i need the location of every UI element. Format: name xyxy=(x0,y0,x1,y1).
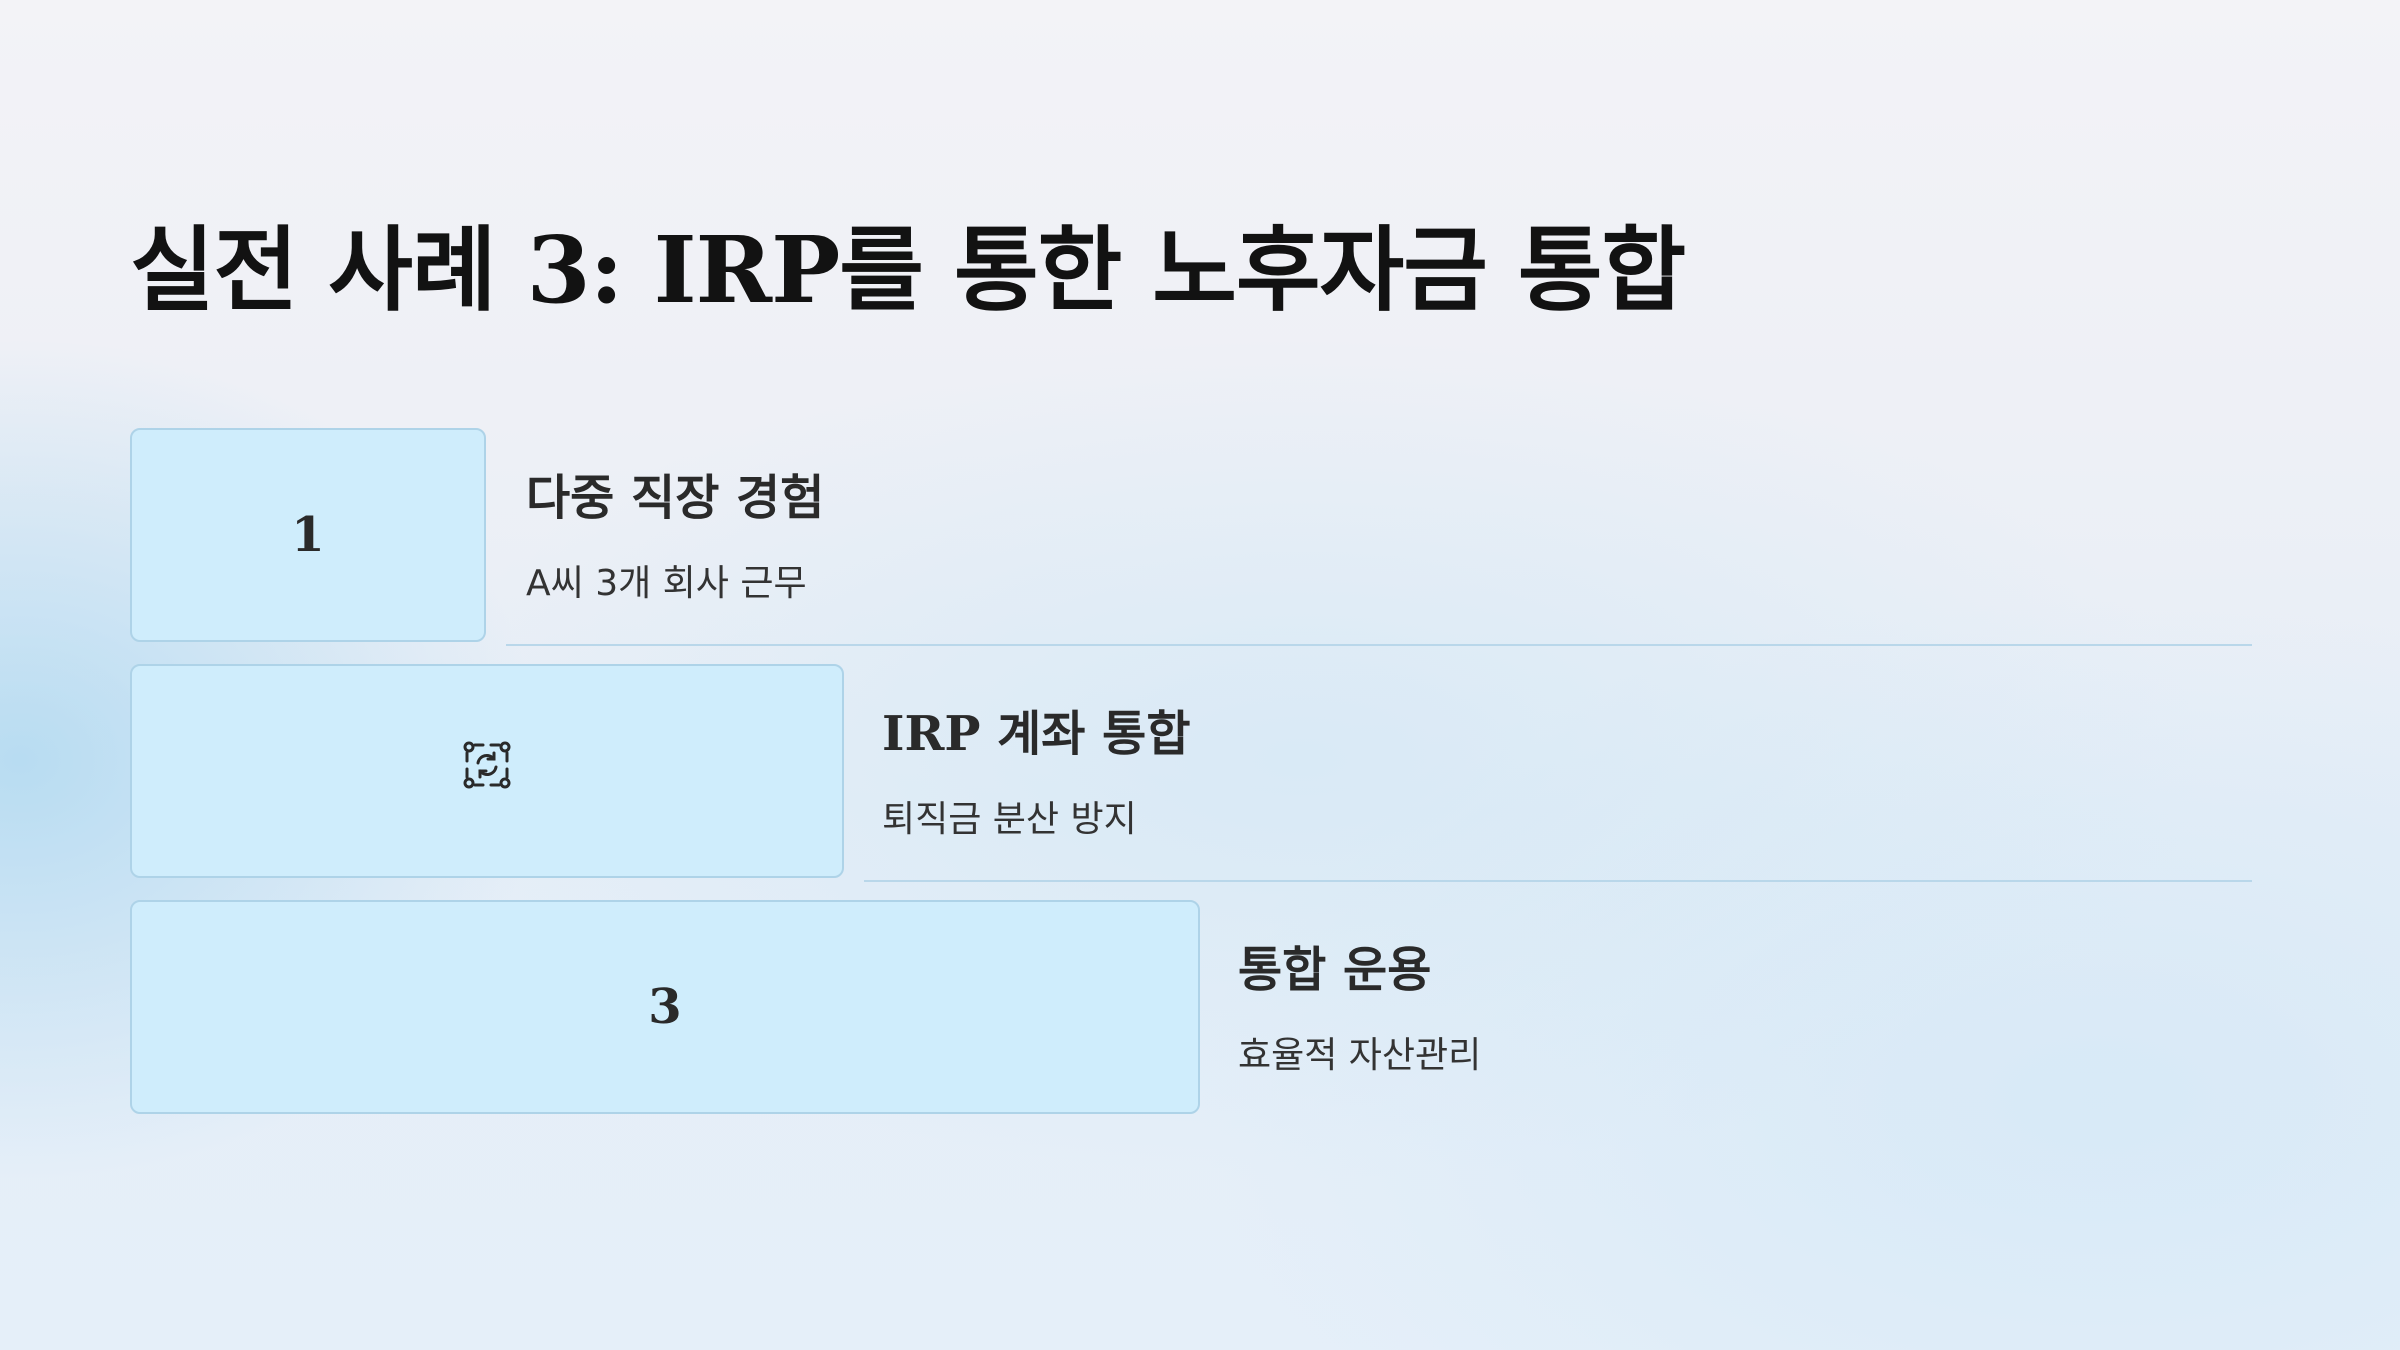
page-title: 실전 사례 3: IRP를 통한 노후자금 통합 xyxy=(130,216,1686,324)
step-title: 통합 운용 xyxy=(1238,942,1432,998)
step-icon-box xyxy=(130,664,844,878)
step-title: IRP 계좌 통합 xyxy=(882,706,1191,762)
step-number: 3 xyxy=(648,979,682,1035)
step-row-3: 3 통합 운용 효율적 자산관리 xyxy=(130,900,2252,1118)
step-number-box: 3 xyxy=(130,900,1200,1114)
step-divider xyxy=(864,880,2252,882)
sync-arrows-icon xyxy=(461,739,513,803)
step-number: 1 xyxy=(291,507,325,563)
step-description: A씨 3개 회사 근무 xyxy=(526,563,807,604)
step-row-1: 1 다중 직장 경험 A씨 3개 회사 근무 xyxy=(130,428,2252,646)
step-divider xyxy=(506,644,2252,646)
step-row-2: IRP 계좌 통합 퇴직금 분산 방지 xyxy=(130,664,2252,882)
step-number-box: 1 xyxy=(130,428,486,642)
step-description: 효율적 자산관리 xyxy=(1238,1035,1482,1076)
step-title: 다중 직장 경험 xyxy=(526,470,825,526)
step-description: 퇴직금 분산 방지 xyxy=(882,799,1137,840)
